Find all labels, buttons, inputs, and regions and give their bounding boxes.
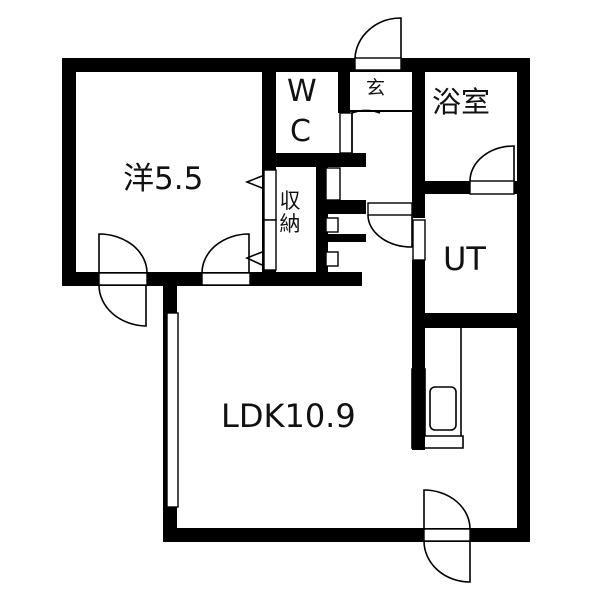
wc-label-line2: C xyxy=(290,114,311,149)
wc-label-line1: W xyxy=(287,74,317,109)
storage-label: 収納 xyxy=(279,189,301,237)
bathroom-label: 浴室 xyxy=(432,85,491,119)
entrance-label: 玄 xyxy=(366,77,386,99)
windows xyxy=(166,167,426,508)
storage-markers xyxy=(244,175,263,266)
ldk-label: LDK10.9 xyxy=(221,397,356,435)
doors xyxy=(98,17,515,583)
western-room-label: 洋5.5 xyxy=(123,161,204,197)
utility-label: UT xyxy=(443,240,486,278)
kitchen-counter xyxy=(411,328,464,449)
